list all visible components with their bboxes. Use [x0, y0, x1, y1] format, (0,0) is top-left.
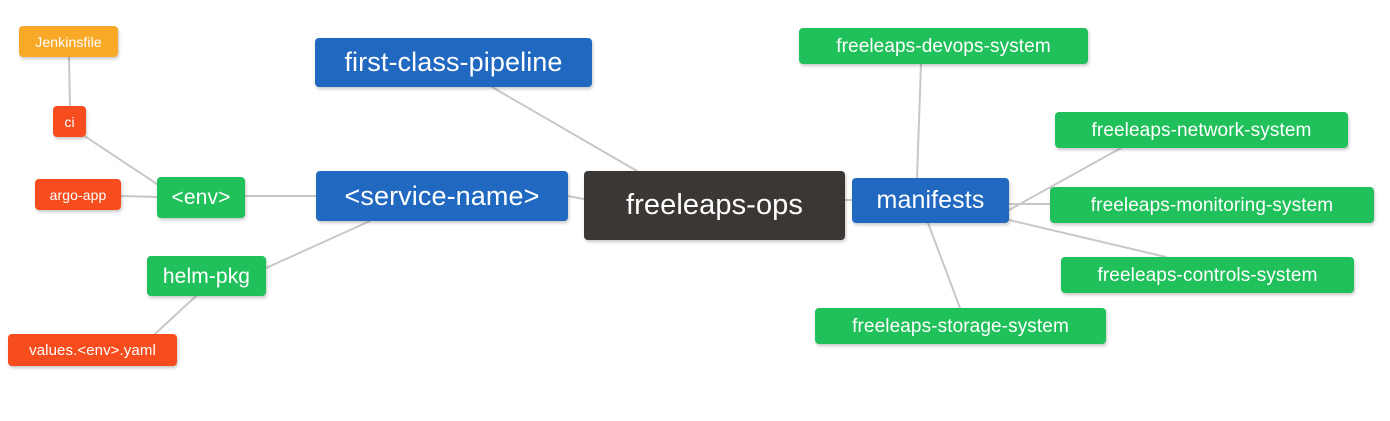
edge-manifests-to-devops-system	[916, 63, 922, 179]
node-monitoring-system[interactable]: freeleaps-monitoring-system	[1050, 187, 1374, 223]
edge-manifests-to-controls-system	[1008, 219, 1167, 258]
edge-jenkinsfile-to-ci	[68, 56, 71, 107]
node-service-name[interactable]: <service-name>	[316, 171, 568, 221]
edge-argo-app-to-env	[120, 195, 158, 198]
edge-values-yaml-to-helm-pkg	[154, 295, 197, 335]
node-storage-system[interactable]: freeleaps-storage-system	[815, 308, 1106, 344]
edge-helm-pkg-to-service-name	[265, 220, 371, 269]
node-devops-system[interactable]: freeleaps-devops-system	[799, 28, 1088, 64]
edge-manifests-to-storage-system	[927, 222, 961, 309]
node-controls-system[interactable]: freeleaps-controls-system	[1061, 257, 1354, 293]
node-helm-pkg[interactable]: helm-pkg	[147, 256, 266, 296]
node-first-class-pipeline[interactable]: first-class-pipeline	[315, 38, 592, 87]
node-network-system[interactable]: freeleaps-network-system	[1055, 112, 1348, 148]
node-freeleaps-ops[interactable]: freeleaps-ops	[584, 171, 845, 240]
edge-service-name-to-freeleaps-ops	[567, 195, 585, 200]
node-jenkinsfile[interactable]: Jenkinsfile	[19, 26, 118, 57]
node-values-yaml[interactable]: values.<env>.yaml	[8, 334, 177, 366]
node-manifests[interactable]: manifests	[852, 178, 1009, 223]
node-ci[interactable]: ci	[53, 106, 86, 137]
edge-first-class-pipeline-to-freeleaps-ops	[491, 86, 638, 172]
edge-ci-to-env	[85, 136, 158, 185]
node-env[interactable]: <env>	[157, 177, 245, 218]
node-argo-app[interactable]: argo-app	[35, 179, 121, 210]
